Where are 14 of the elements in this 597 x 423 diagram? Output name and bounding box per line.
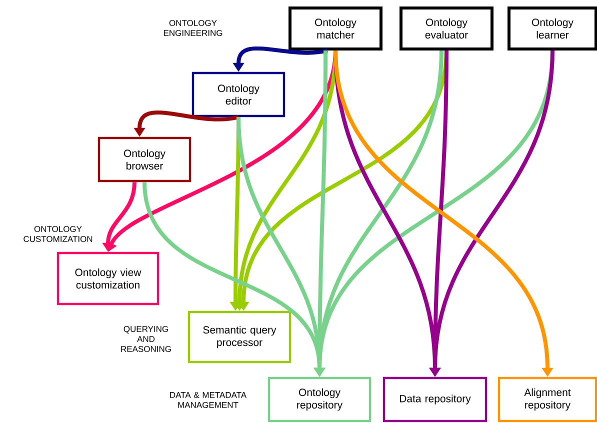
process-box: Ontology view customization: [56, 252, 160, 306]
section-label: QUERYING AND REASONING: [121, 326, 171, 352]
process-box: Ontology repository: [268, 376, 372, 422]
section-label: ONTOLOGY CUSTOMIZATION: [24, 226, 92, 242]
process-box: Semantic query processor: [188, 310, 292, 364]
section-label: ONTOLOGY ENGINEERING: [164, 20, 222, 36]
process-box: Ontology learner: [508, 6, 597, 50]
process-box: Ontology editor: [192, 72, 286, 118]
process-box: Data repository: [382, 376, 488, 422]
process-box: Ontology matcher: [288, 6, 382, 50]
process-box: Ontology browser: [98, 136, 192, 182]
process-box: Alignment repository: [498, 376, 597, 422]
section-label: DATA & METADATA MANAGEMENT: [170, 392, 247, 408]
process-box: Ontology evaluator: [400, 6, 494, 50]
